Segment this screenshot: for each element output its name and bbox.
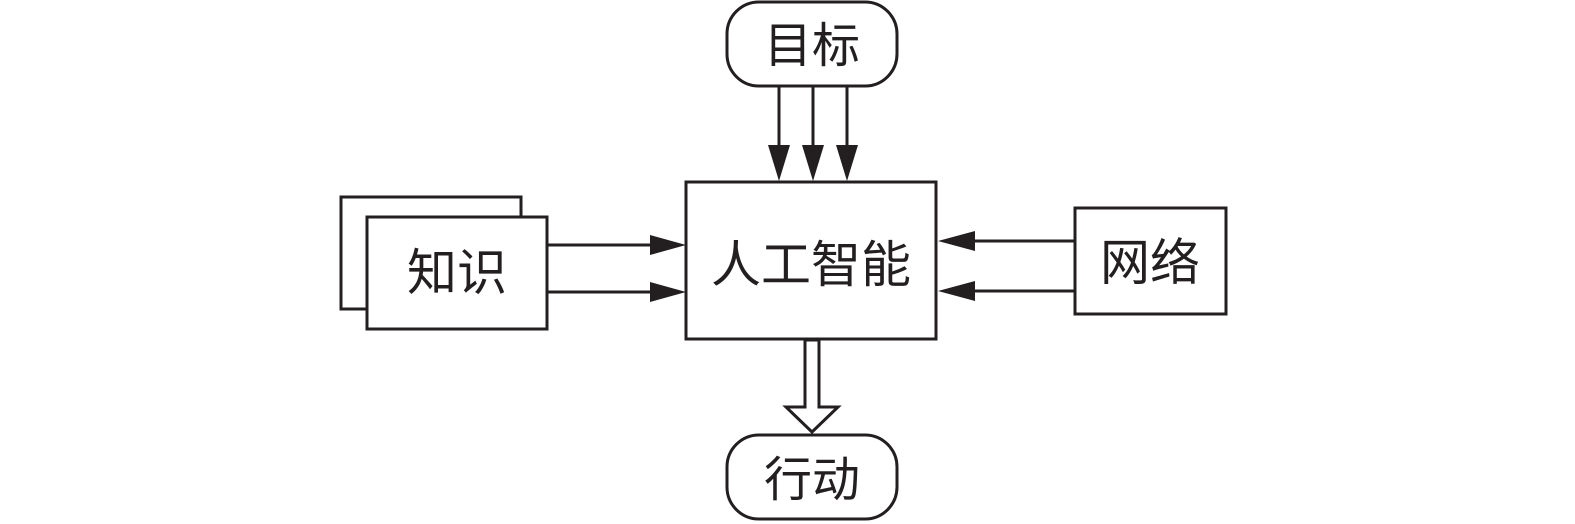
network-to-ai-arrows [938,231,1075,301]
network-node-label: 网络 [1100,234,1200,292]
goal-to-ai-arrows [768,86,858,181]
goal-arrowhead-2 [802,145,824,181]
action-node-label: 行动 [764,452,860,508]
knowledge-node: 知识 [339,195,549,331]
goal-node-label: 目标 [764,18,860,74]
knowledge-node-label: 知识 [407,244,507,302]
ai-to-action-arrow [782,338,842,435]
ai-node: 人工智能 [684,180,938,341]
knowledge-arrowhead-1 [650,235,686,255]
goal-arrowhead-3 [836,145,858,181]
goal-arrowhead-1 [768,145,790,181]
action-node: 行动 [725,433,899,521]
ai-node-label: 人工智能 [711,236,911,294]
knowledge-arrowhead-2 [650,282,686,302]
network-arrowhead-1 [938,231,975,251]
network-node: 网络 [1073,206,1228,316]
network-node-shape [1073,206,1228,316]
action-node-shape [725,433,899,521]
knowledge-to-ai-arrows [548,235,686,302]
goal-node: 目标 [725,0,899,88]
network-arrowhead-2 [938,281,975,301]
knowledge-node-shape [365,215,549,331]
